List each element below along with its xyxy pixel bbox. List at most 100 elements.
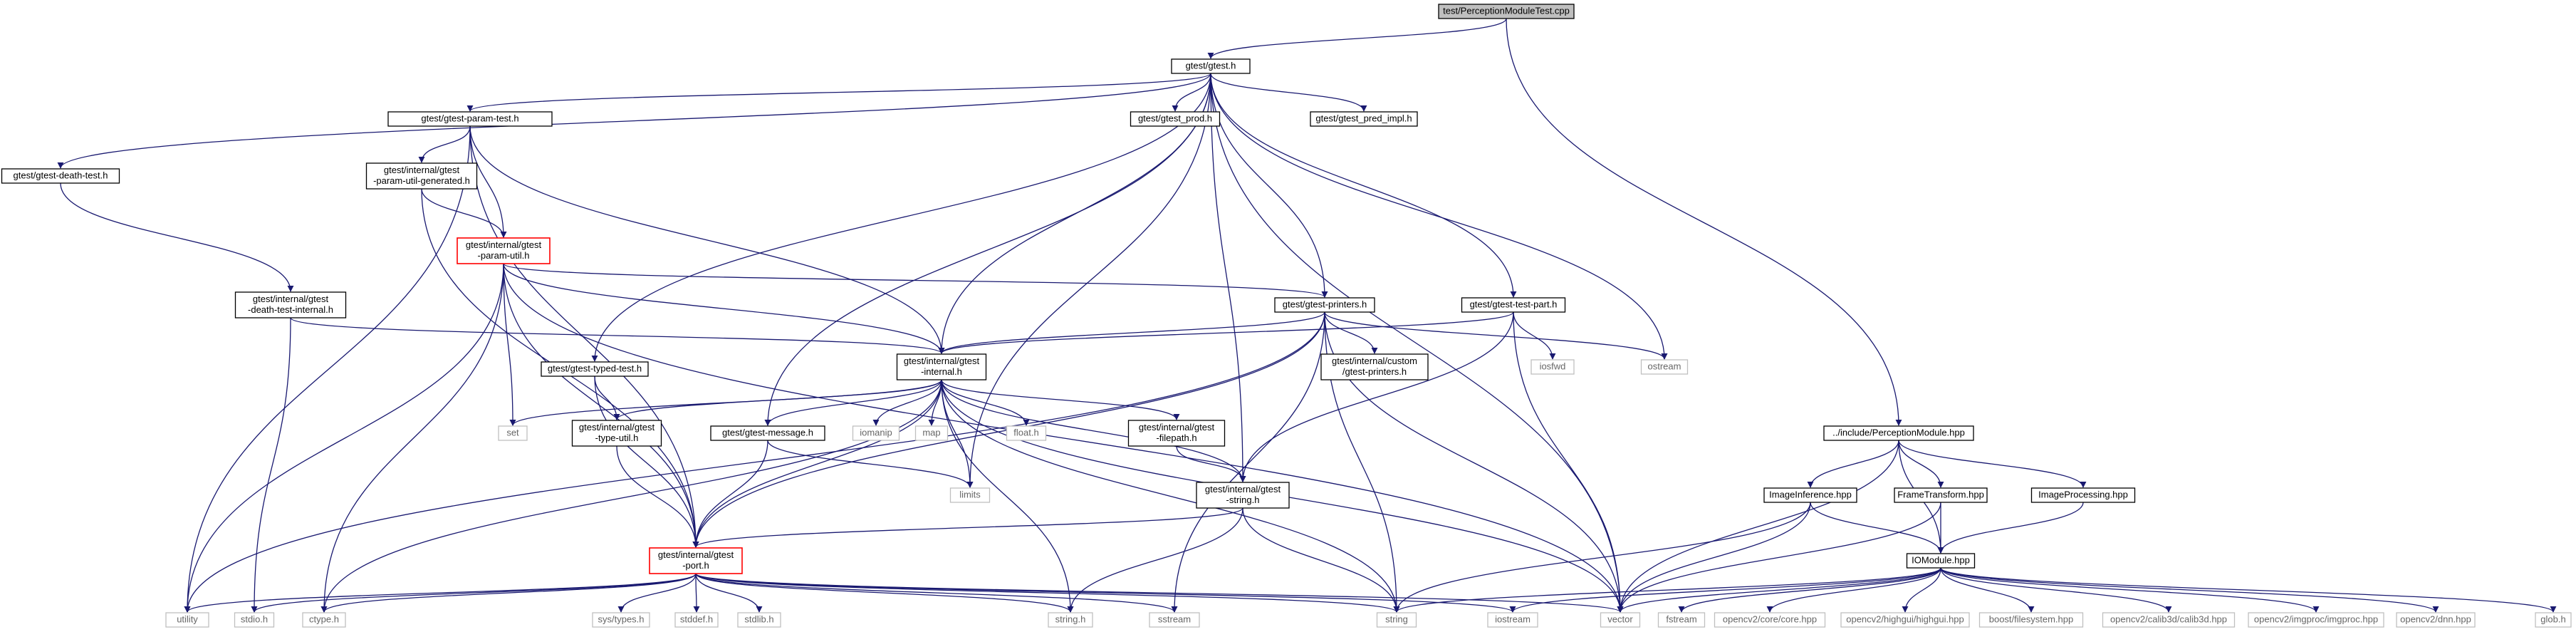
node-label: stdio.h bbox=[241, 613, 268, 624]
node-label: boost/filesystem.hpp bbox=[1989, 613, 2074, 624]
node-cv-imgproc: opencv2/imgproc/imgproc.hpp bbox=[2248, 612, 2384, 628]
node-label: iostream bbox=[1495, 613, 1531, 624]
node-label: test/PerceptionModuleTest.cpp bbox=[1443, 5, 1570, 16]
node-label: -death-test-internal.h bbox=[248, 304, 333, 315]
edge-image_processing-to-iomodule bbox=[1937, 502, 2084, 554]
edge-gstring-to-string bbox=[1242, 507, 1400, 613]
node-gstring[interactable]: gtest/internal/gtest-string.h bbox=[1196, 482, 1290, 509]
edge-internal-to-string_h bbox=[941, 379, 1074, 613]
edge-iomodule-to-cv_imgproc bbox=[1940, 567, 2320, 613]
node-custom-printers[interactable]: gtest/internal/custom/gtest-printers.h bbox=[1320, 353, 1429, 380]
edge-param_util-to-utility bbox=[184, 263, 504, 613]
node-label: gtest/gtest-death-test.h bbox=[14, 170, 108, 180]
node-perception[interactable]: ../include/PerceptionModule.hpp bbox=[1823, 425, 1974, 441]
edge-message-to-port bbox=[692, 440, 768, 548]
node-box bbox=[1894, 487, 1988, 503]
edge-param_util-to-internal bbox=[503, 263, 945, 354]
edge-perception-to-image_inference bbox=[1807, 440, 1899, 488]
node-box bbox=[165, 612, 209, 628]
edge-param_util-to-printers bbox=[503, 263, 1328, 298]
node-label: stdlib.h bbox=[744, 613, 773, 624]
edge-internal-to-string bbox=[941, 379, 1400, 613]
node-label: gtest/gtest.h bbox=[1186, 60, 1236, 71]
node-image-processing[interactable]: ImageProcessing.hpp bbox=[2030, 487, 2136, 503]
node-box bbox=[737, 612, 781, 628]
node-box bbox=[1048, 612, 1093, 628]
edge-printers-to-custom_printers bbox=[1324, 311, 1378, 354]
node-sstream: sstream bbox=[1149, 612, 1200, 628]
node-iomodule[interactable]: IOModule.hpp bbox=[1906, 553, 1976, 569]
edge-death_test_internal-to-internal bbox=[290, 317, 945, 354]
node-image-inference[interactable]: ImageInference.hpp bbox=[1763, 487, 1857, 503]
node-param-test[interactable]: gtest/gtest-param-test.h bbox=[387, 111, 553, 127]
node-iomanip: iomanip bbox=[852, 425, 900, 441]
node-label: sstream bbox=[1158, 613, 1191, 624]
edge-iomodule-to-cv_dnn bbox=[1940, 567, 2439, 613]
edge-param_test-to-param_util bbox=[469, 125, 507, 238]
edge-param_util-to-vector bbox=[503, 263, 1624, 613]
node-death-test[interactable]: gtest/gtest-death-test.h bbox=[1, 168, 120, 184]
edge-internal-to-type_util bbox=[613, 379, 942, 420]
edge-gtest_h-to-test_part bbox=[1210, 73, 1517, 298]
node-label: vector bbox=[1607, 613, 1633, 624]
node-type-util[interactable]: gtest/internal/gtest-type-util.h bbox=[571, 420, 662, 447]
edge-death_test-to-death_test_internal bbox=[60, 182, 294, 292]
edge-gstring-to-port bbox=[692, 507, 1243, 548]
edge-printers-to-internal bbox=[938, 311, 1325, 354]
node-label: ../include/PerceptionModule.hpp bbox=[1832, 427, 1965, 437]
edge-internal-to-filepath bbox=[941, 379, 1180, 420]
edge-port-to-string bbox=[695, 573, 1400, 613]
node-box bbox=[2535, 612, 2572, 628]
node-label: iomanip bbox=[860, 427, 892, 437]
node-box bbox=[1906, 553, 1976, 569]
edge-test_part-to-gstring bbox=[1239, 311, 1514, 482]
node-label: fstream bbox=[1666, 613, 1696, 624]
node-label: opencv2/dnn.hpp bbox=[2400, 613, 2471, 624]
node-pred-impl[interactable]: gtest/gtest_pred_impl.h bbox=[1310, 111, 1418, 127]
edge-gtest_h-to-vector bbox=[1210, 73, 1624, 613]
node-param-util[interactable]: gtest/internal/gtest-param-util.h bbox=[457, 237, 551, 264]
edge-image_inference-to-vector bbox=[1617, 502, 1811, 613]
edge-gtest_h-to-gstring bbox=[1210, 73, 1246, 482]
node-filepath[interactable]: gtest/internal/gtest-filepath.h bbox=[1127, 420, 1226, 447]
edge-iomodule-to-iostream bbox=[1509, 567, 1941, 613]
node-box bbox=[234, 612, 275, 628]
node-printers[interactable]: gtest/gtest-printers.h bbox=[1274, 297, 1375, 313]
node-root[interactable]: test/PerceptionModuleTest.cpp bbox=[1438, 4, 1575, 19]
node-message[interactable]: gtest/gtest-message.h bbox=[710, 425, 825, 441]
node-box bbox=[1840, 612, 1970, 628]
node-box bbox=[541, 361, 649, 377]
node-gtest-prod[interactable]: gtest/gtest_prod.h bbox=[1130, 111, 1221, 127]
edge-perception-to-frame_transform bbox=[1898, 440, 1944, 488]
node-box bbox=[2030, 487, 2136, 503]
edge-port-to-iostream bbox=[695, 573, 1516, 613]
node-test-part[interactable]: gtest/gtest-test-part.h bbox=[1461, 297, 1566, 313]
node-gtest-h[interactable]: gtest/gtest.h bbox=[1171, 58, 1251, 74]
node-label: sys/types.h bbox=[598, 613, 644, 624]
node-port[interactable]: gtest/internal/gtest-port.h bbox=[649, 547, 743, 574]
node-box bbox=[457, 237, 551, 264]
node-typed-test[interactable]: gtest/gtest-typed-test.h bbox=[541, 361, 649, 377]
node-label: -param-util-generated.h bbox=[373, 175, 470, 186]
node-box bbox=[1, 168, 120, 184]
node-internal[interactable]: gtest/internal/gtest-internal.h bbox=[896, 353, 987, 380]
node-death-test-internal[interactable]: gtest/internal/gtest-death-test-internal… bbox=[234, 291, 347, 318]
node-frame-transform[interactable]: FrameTransform.hpp bbox=[1894, 487, 1988, 503]
node-box bbox=[234, 291, 347, 318]
node-box bbox=[1274, 297, 1375, 313]
node-string-h: string.h bbox=[1048, 612, 1093, 628]
edge-gstring-to-string_h bbox=[1067, 507, 1243, 613]
edge-port-to-string_h bbox=[695, 573, 1074, 613]
edge-internal-to-ctype bbox=[320, 379, 942, 613]
node-label: map bbox=[922, 427, 940, 437]
edge-typed_test-to-type_util bbox=[594, 375, 620, 420]
node-param-util-gen[interactable]: gtest/internal/gtest-param-util-generate… bbox=[365, 162, 478, 190]
node-label: gtest/gtest-message.h bbox=[722, 427, 813, 437]
edge-filepath-to-gstring bbox=[1176, 445, 1246, 482]
node-map: map bbox=[914, 425, 949, 441]
edge-perception-to-vector bbox=[1617, 440, 1899, 613]
node-label: gtest/internal/custom bbox=[1332, 356, 1417, 366]
node-label: glob.h bbox=[2540, 613, 2565, 624]
node-box bbox=[1714, 612, 1826, 628]
edge-test_part-to-internal bbox=[938, 311, 1514, 354]
